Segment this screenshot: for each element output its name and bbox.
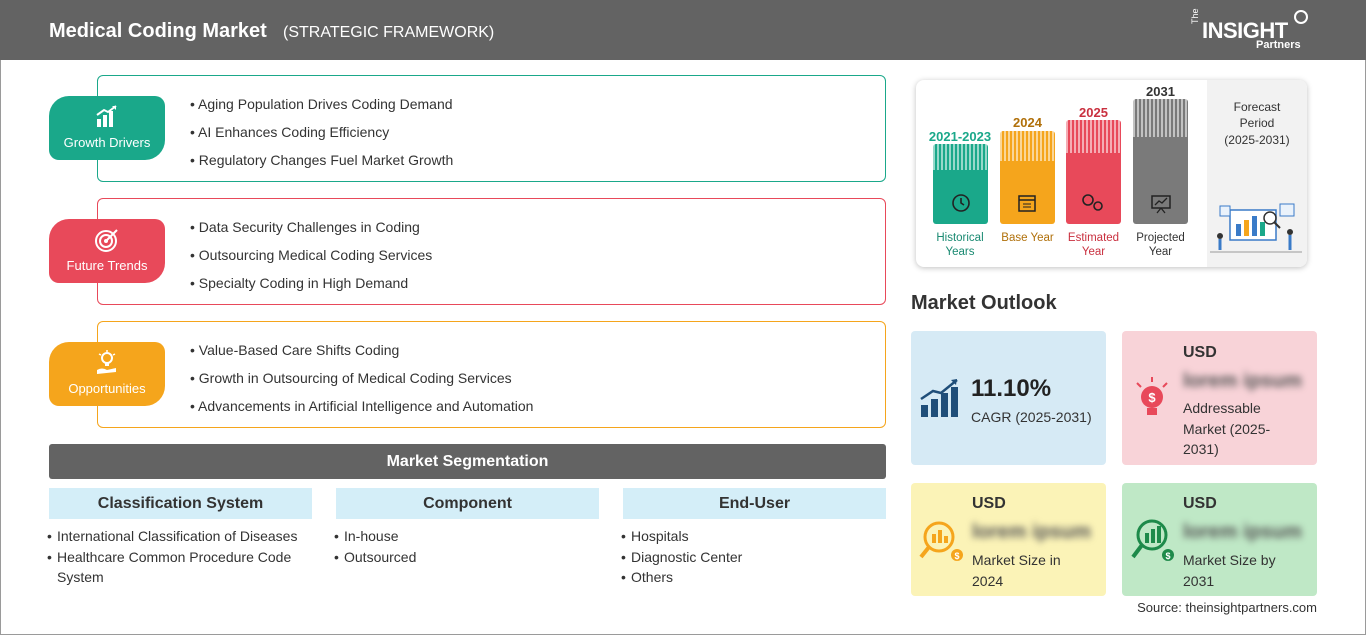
cagr-growth-icon — [920, 379, 958, 417]
size-2024-value: lorem ipsum — [972, 521, 1091, 543]
market-size-2031-card: $ USD lorem ipsum Market Size by 2031 — [1122, 483, 1317, 596]
lightbulb-hand-icon — [97, 350, 116, 374]
addressable-market-card: $ USD lorem ipsum Addressable Market (20… — [1122, 331, 1317, 465]
logo-the-text: The — [1190, 8, 1200, 24]
insight-partners-logo: The INSIGHT Partners — [1190, 8, 1310, 54]
historical-bar — [933, 144, 988, 224]
idea-dollar-icon: $ — [1136, 377, 1168, 415]
forecast-label: Forecast Period — [1233, 100, 1281, 130]
timeline-label: Base Year — [1001, 232, 1054, 244]
list-item: Outsourcing Medical Coding Services — [190, 247, 432, 275]
market-size-2024-card: $ USD lorem ipsum Market Size in 2024 — [911, 483, 1106, 596]
opportunities-badge: Opportunities — [49, 342, 165, 406]
addressable-usd: USD — [1183, 344, 1217, 361]
size-2031-label: Market Size by 2031 — [1183, 552, 1276, 589]
logo-bulb-icon — [1294, 10, 1308, 24]
list-item: Aging Population Drives Coding Demand — [190, 96, 453, 124]
target-icon — [95, 229, 118, 252]
base-bar — [1000, 131, 1055, 224]
list-item: Specialty Coding in High Demand — [190, 275, 432, 303]
size-2031-usd: USD — [1183, 495, 1217, 512]
timeline-label: Historical Years — [936, 232, 984, 258]
calendar-icon — [1018, 195, 1036, 212]
list-item: Others — [621, 567, 881, 588]
end-user-list: Hospitals Diagnostic Center Others — [621, 526, 881, 588]
classification-list: International Classification of Diseases… — [47, 526, 317, 588]
timeline-year: 2024 — [1013, 115, 1042, 130]
gears-icon — [1082, 194, 1103, 211]
list-item: International Classification of Diseases — [47, 526, 317, 547]
list-item: Advancements in Artificial Intelligence … — [190, 398, 533, 426]
size-2024-label: Market Size in 2024 — [972, 552, 1061, 589]
list-item: AI Enhances Coding Efficiency — [190, 124, 453, 152]
page-header: Medical Coding Market (STRATEGIC FRAMEWO… — [0, 0, 1366, 60]
segmentation-title: Market Segmentation — [49, 444, 886, 479]
forecast-range: (2025-2031) — [1224, 133, 1290, 147]
timeline-label: Estimated Year — [1067, 232, 1120, 258]
growth-drivers-label: Growth Drivers — [63, 135, 151, 150]
size-2031-value: lorem ipsum — [1183, 521, 1302, 543]
segment-heading: Classification System — [49, 488, 312, 519]
presentation-icon — [1151, 195, 1171, 214]
addressable-value: lorem ipsum — [1183, 370, 1302, 392]
history-clock-icon — [952, 194, 970, 212]
future-trends-box: Data Security Challenges in Coding Outso… — [97, 198, 886, 305]
addressable-label: Addressable Market (2025-2031) — [1183, 400, 1271, 457]
logo-partners-text: Partners — [1256, 39, 1301, 51]
segment-heading: End-User — [623, 488, 886, 519]
logo-brand-text: INSIGHT — [1202, 18, 1288, 43]
opportunities-label: Opportunities — [68, 381, 146, 396]
size-2024-usd: USD — [972, 495, 1006, 512]
page-title: Medical Coding Market — [49, 20, 267, 42]
svg-text:$: $ — [954, 551, 959, 561]
source-note: Source: theinsightpartners.com — [1137, 600, 1317, 615]
timeline-label: Projected Year — [1136, 232, 1185, 258]
segment-heading: Component — [336, 488, 599, 519]
growth-drivers-box: Aging Population Drives Coding Demand AI… — [97, 75, 886, 182]
future-trends-label: Future Trends — [66, 258, 148, 273]
money-magnifier-icon: $ — [919, 521, 963, 561]
list-item: Diagnostic Center — [621, 547, 881, 568]
growth-drivers-badge: Growth Drivers — [49, 96, 165, 160]
list-item: Data Security Challenges in Coding — [190, 219, 432, 247]
list-item: Healthcare Common Procedure Code System — [47, 547, 317, 588]
svg-text:$: $ — [1165, 551, 1170, 561]
list-item: Regulatory Changes Fuel Market Growth — [190, 152, 453, 180]
page-subtitle: (STRATEGIC FRAMEWORK) — [283, 24, 495, 41]
list-item: In-house — [334, 526, 594, 547]
growth-chart-icon — [96, 105, 117, 127]
estimated-bar — [1066, 120, 1121, 224]
component-list: In-house Outsourced — [334, 526, 594, 567]
cagr-label: CAGR (2025-2031) — [971, 409, 1092, 425]
market-outlook-title: Market Outlook — [911, 292, 1057, 314]
analytics-illustration-icon — [1210, 203, 1302, 253]
list-item: Value-Based Care Shifts Coding — [190, 342, 533, 370]
timeline-year: 2021-2023 — [928, 129, 992, 144]
projected-bar — [1133, 99, 1188, 224]
timeline-year: 2031 — [1146, 84, 1175, 99]
cagr-value: 11.10% — [971, 375, 1052, 402]
future-trends-badge: Future Trends — [49, 219, 165, 283]
list-item: Hospitals — [621, 526, 881, 547]
list-item: Growth in Outsourcing of Medical Coding … — [190, 370, 533, 398]
list-item: Outsourced — [334, 547, 594, 568]
growth-magnifier-icon: $ — [1131, 519, 1174, 561]
timeline-year: 2025 — [1079, 105, 1108, 120]
svg-text:$: $ — [1148, 390, 1156, 405]
cagr-card: 11.10% CAGR (2025-2031) — [911, 331, 1106, 465]
opportunities-box: Value-Based Care Shifts Coding Growth in… — [97, 321, 886, 428]
